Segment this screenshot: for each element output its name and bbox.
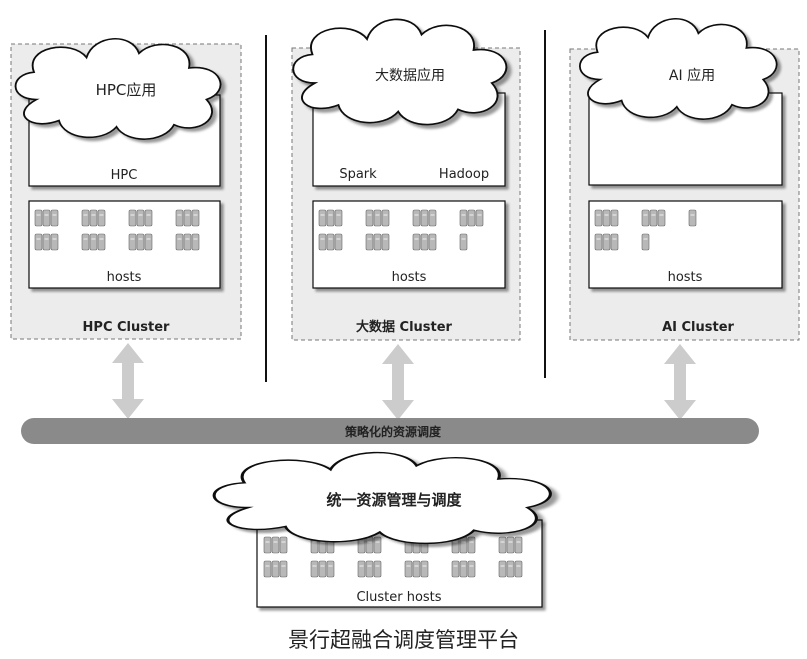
app-label: 大数据应用	[375, 67, 445, 84]
bidirectional-arrow-icon	[382, 344, 414, 420]
server-rack-icon	[318, 209, 343, 227]
server-rack-icon	[459, 209, 484, 227]
platform-hosts-label: Cluster hosts	[356, 590, 441, 605]
server-rack-icon	[412, 233, 437, 251]
cluster-name: AI Cluster	[662, 320, 734, 335]
hosts-box	[588, 200, 783, 289]
server-rack-icon	[688, 209, 697, 227]
server-rack-icon	[81, 209, 106, 227]
architecture-diagram: HPC hosts HPC应用 HPC Cluster Spark Hadoop…	[10, 0, 800, 608]
server-rack-icon	[594, 209, 619, 227]
server-rack-icon	[498, 536, 523, 554]
server-rack-icon	[594, 233, 619, 251]
server-rack-icon	[459, 233, 468, 251]
server-rack-icon	[81, 233, 106, 251]
server-rack-icon	[365, 209, 390, 227]
platform-section: Cluster hosts 统一资源管理与调度	[214, 453, 550, 608]
framework-label: Spark	[339, 167, 377, 182]
server-rack-group	[263, 536, 523, 578]
server-rack-icon	[263, 560, 288, 578]
server-rack-icon	[318, 233, 343, 251]
server-rack-icon	[263, 536, 288, 554]
app-label: HPC应用	[96, 81, 157, 99]
server-rack-icon	[175, 209, 200, 227]
cluster-panel-bigdata: Spark Hadoop hosts 大数据应用 大数据 Cluster	[291, 19, 521, 341]
policy-bar-label: 策略化的资源调度	[345, 424, 442, 439]
server-rack-icon	[404, 560, 429, 578]
framework-label: Hadoop	[439, 167, 489, 182]
server-rack-icon	[498, 560, 523, 578]
server-rack-group	[594, 209, 697, 251]
bidirectional-arrow-icon	[664, 344, 696, 420]
server-rack-icon	[357, 560, 382, 578]
server-rack-icon	[128, 233, 153, 251]
app-label: AI 应用	[669, 67, 715, 84]
server-rack-icon	[412, 209, 437, 227]
server-rack-icon	[310, 560, 335, 578]
server-rack-icon	[357, 536, 382, 554]
policy-scheduling-bar	[21, 418, 759, 444]
cluster-name: HPC Cluster	[83, 320, 170, 335]
server-rack-icon	[451, 560, 476, 578]
server-rack-icon	[641, 233, 650, 251]
server-rack-icon	[365, 233, 390, 251]
hosts-label: hosts	[107, 270, 142, 285]
bidirectional-arrow-icon	[112, 343, 144, 419]
server-rack-icon	[34, 233, 59, 251]
server-rack-icon	[175, 233, 200, 251]
figure-caption: 景行超融合调度管理平台	[288, 628, 519, 652]
server-rack-icon	[451, 536, 476, 554]
server-rack-icon	[34, 209, 59, 227]
server-rack-icon	[641, 209, 666, 227]
hosts-label: hosts	[392, 270, 427, 285]
cluster-name: 大数据 Cluster	[356, 319, 453, 335]
server-rack-group	[34, 209, 200, 251]
platform-cloud-label: 统一资源管理与调度	[326, 491, 462, 509]
hosts-label: hosts	[668, 270, 703, 285]
server-rack-icon	[128, 209, 153, 227]
cluster-panel-hpc: HPC hosts HPC应用 HPC Cluster	[10, 39, 242, 340]
cluster-panel-ai: hosts AI 应用 AI Cluster	[569, 19, 800, 341]
server-rack-group	[318, 209, 484, 251]
framework-label: HPC	[111, 168, 138, 183]
